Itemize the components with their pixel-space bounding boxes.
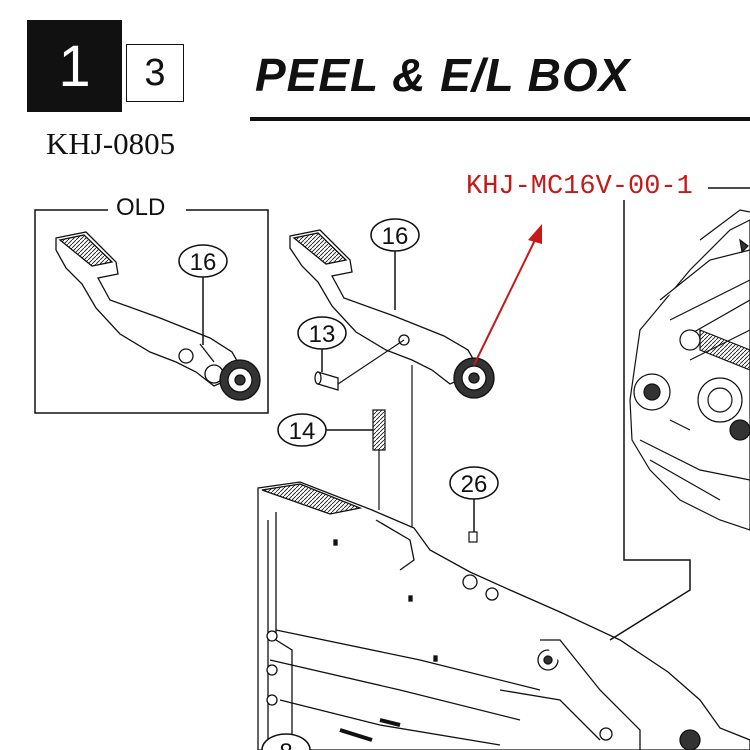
main-frame: [257, 481, 750, 750]
callout-14: 14: [277, 413, 327, 447]
model-code: KHJ-0805: [46, 126, 176, 161]
callout-26: 26: [449, 466, 499, 500]
svg-text:14: 14: [289, 418, 316, 445]
sub-page-box: 3: [126, 44, 184, 102]
new-arm-part: [289, 229, 495, 399]
svg-text:16: 16: [382, 223, 409, 250]
svg-text:8: 8: [279, 739, 292, 750]
spring-part: [372, 409, 386, 451]
old-part-box: [34, 209, 269, 414]
screw-part: [468, 531, 478, 543]
title-underline: [250, 117, 750, 121]
part-number-arrow: [473, 224, 542, 366]
callout-8: 8: [261, 733, 311, 750]
old-label: OLD: [113, 194, 169, 222]
svg-text:16: 16: [190, 249, 217, 276]
callout-16: 16: [370, 218, 420, 252]
callout-13: 13: [297, 316, 347, 350]
callout-old-16: 16: [178, 244, 228, 278]
svg-text:26: 26: [461, 471, 488, 498]
page-number-box: 1: [27, 20, 122, 112]
page-title: PEEL & E/L BOX: [255, 49, 631, 101]
old-arm-part: [55, 231, 261, 401]
pin-part: [314, 371, 339, 391]
detail-mechanism: [629, 209, 750, 531]
part-number-label: KHJ-MC16V-00-1: [466, 172, 693, 202]
svg-text:13: 13: [309, 321, 336, 348]
detail-inset-box: [609, 187, 750, 641]
